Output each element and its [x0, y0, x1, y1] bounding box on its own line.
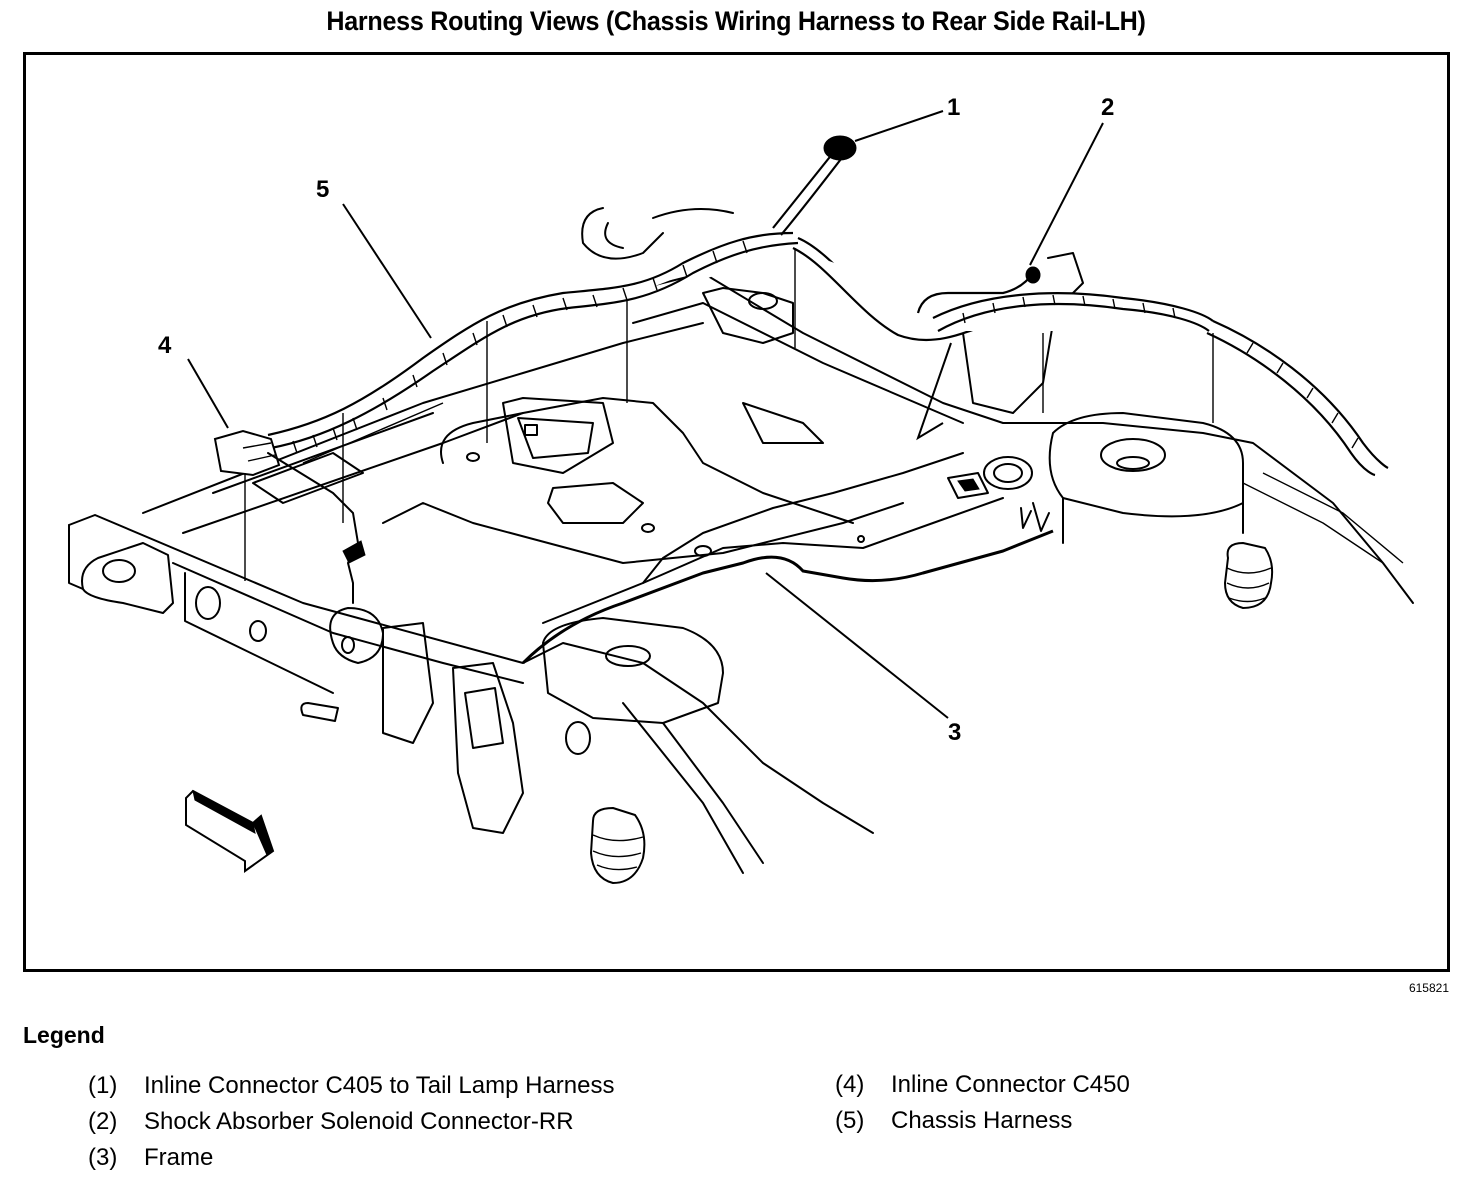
diagram-title: Harness Routing Views (Chassis Wiring Ha…: [326, 6, 1146, 36]
inline-connector-c450: [213, 429, 281, 477]
legend-item: (5) Chassis Harness: [835, 1107, 1072, 1135]
legend-item-number: (3): [88, 1144, 118, 1171]
leader-extra: [916, 342, 952, 441]
legend-item-label: Shock Absorber Solenoid Connector-RR: [144, 1108, 574, 1135]
leader-4: [187, 358, 229, 429]
front-direction-arrow-icon: [185, 789, 275, 873]
chassis-illustration: 1 2 3 4 5: [68, 94, 1414, 884]
callout-3: 3: [948, 719, 961, 746]
legend-item: (4) Inline Connector C450: [835, 1071, 1130, 1099]
leader-5: [342, 203, 432, 339]
chassis-harness-drawing: [213, 135, 1389, 604]
legend-item-number: (1): [88, 1072, 118, 1099]
figure-id: 615821: [1408, 981, 1449, 995]
legend-item-number: (2): [88, 1108, 118, 1135]
legend-item-number: (5): [835, 1107, 865, 1134]
leader-lines: [187, 110, 1104, 719]
callout-4: 4: [158, 332, 172, 359]
legend-item-label: Frame: [144, 1144, 214, 1171]
legend-title: Legend: [23, 1022, 105, 1048]
legend-item-label: Chassis Harness: [891, 1107, 1073, 1134]
callout-1: 1: [947, 94, 960, 121]
legend-item: (1) Inline Connector C405 to Tail Lamp Ha…: [88, 1072, 614, 1100]
legend-item-label: Inline Connector C450: [891, 1071, 1130, 1098]
legend-item-number: (4): [835, 1071, 865, 1098]
legend-item: (3) Frame: [88, 1144, 213, 1172]
callout-5: 5: [316, 176, 329, 203]
legend-item-label: Inline Connector C405 to Tail Lamp Harne…: [144, 1072, 615, 1099]
inline-connector-c405: [823, 135, 857, 161]
shock-solenoid-connector: [1025, 266, 1041, 284]
leader-2: [1029, 122, 1104, 266]
illustration-frame: 1 2 3 4 5: [23, 52, 1450, 972]
leader-1: [854, 110, 944, 142]
legend-item: (2) Shock Absorber Solenoid Connector-RR: [88, 1108, 574, 1136]
callout-2: 2: [1101, 94, 1114, 121]
frame-drawing: [68, 252, 1414, 884]
leader-3: [765, 572, 949, 719]
